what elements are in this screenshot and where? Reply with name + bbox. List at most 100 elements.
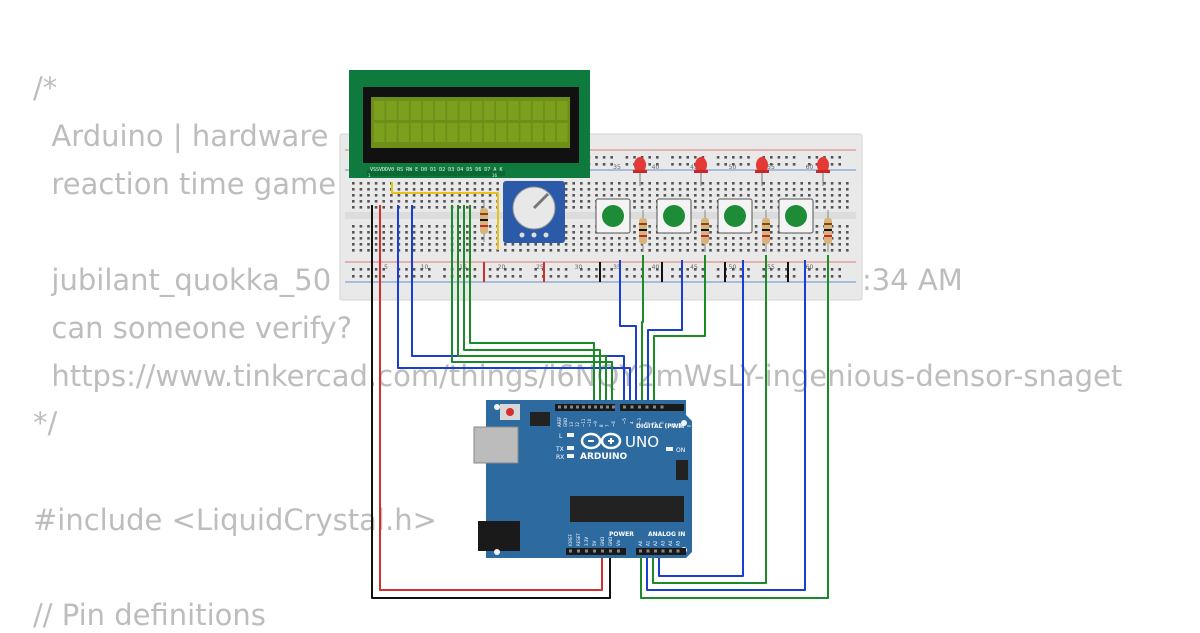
led-3: [755, 157, 769, 186]
wires: [371, 182, 829, 599]
led-tx-label: TX: [555, 446, 564, 453]
wire-green: [653, 255, 706, 406]
power-label: POWER: [609, 531, 634, 538]
wire-blue: [619, 260, 637, 406]
breadboard-number: 60: [806, 264, 814, 271]
wire-green: [640, 255, 829, 599]
potentiometer: [503, 181, 565, 243]
digital-label: DIGITAL (PWM ~): [636, 423, 694, 430]
code-line: // Pin definitions: [33, 598, 266, 632]
breadboard-number: 50: [729, 264, 737, 271]
arduino-uno-board: ARDUINO UNO DIGITAL (PWM ~) POWER ANALOG…: [473, 400, 694, 558]
usb-port: [473, 426, 519, 464]
header-pins: [558, 405, 680, 553]
power-jack: [478, 521, 520, 551]
pin-label: ~6: [611, 421, 616, 427]
pin-label: 13: [569, 421, 574, 427]
breadboard-number: 45: [690, 164, 698, 171]
lcd-character-grid: [374, 101, 568, 142]
wire-red: [379, 205, 603, 591]
pin-label: A3: [661, 540, 666, 546]
resistor-1: [639, 210, 647, 252]
pin-label: ~10: [587, 418, 592, 427]
pin-label: A5: [676, 540, 681, 546]
on-label: ON: [676, 447, 685, 454]
breadboard-number: 50: [729, 164, 737, 171]
pin-label: A0: [638, 540, 643, 546]
wire-blue: [658, 260, 744, 577]
wire-blue: [397, 205, 631, 406]
pin-label: GND: [600, 537, 605, 546]
led-2: [694, 157, 708, 186]
arduino-brand: ARDUINO: [580, 452, 628, 462]
microcontroller-chip: [570, 496, 684, 522]
pin-label: 4: [630, 421, 635, 424]
arduino-logo-icon: [580, 432, 622, 450]
pin-label: A2: [653, 540, 658, 546]
breadboard-number: 5: [384, 264, 388, 271]
pin-label: 3.3V: [584, 537, 589, 546]
breadboard-number: 55: [767, 164, 775, 171]
pin-label: 5V: [592, 540, 597, 546]
pin-label: 7: [605, 424, 610, 427]
led-rx-label: RX: [556, 454, 564, 461]
breadboard-number: 10: [421, 264, 429, 271]
breadboard-number: 60: [806, 164, 814, 171]
breadboard-number: 40: [652, 264, 660, 271]
lcd-pin-labels: VSSVDDV0 RS RW E D0 D1 D2 D3 D4 D5 D6 D7…: [370, 167, 502, 173]
pin-label: 12: [575, 421, 580, 427]
pin-label: 0: [660, 421, 665, 424]
code-fragment: :34 AM: [862, 263, 963, 297]
led-4: [816, 157, 830, 186]
breadboard-number: 20: [498, 264, 506, 271]
wire-green: [463, 205, 601, 406]
pin-label: ~9: [593, 421, 598, 427]
led-l-label: L: [559, 433, 563, 440]
wire-green: [457, 205, 607, 406]
analog-label: ANALOG IN: [648, 531, 685, 538]
pin-label: A4: [668, 540, 673, 546]
push-button-3: [717, 198, 753, 234]
wire-green: [641, 255, 644, 406]
pin-label: ~11: [581, 418, 586, 427]
pin-label: 1: [652, 421, 657, 424]
code-line: can someone verify?: [33, 311, 353, 345]
lcd-pin-end: 16: [492, 173, 498, 178]
pin-label: ~5: [622, 418, 627, 424]
pin-label: 2: [645, 421, 650, 424]
pin-label: 8: [599, 424, 604, 427]
wire-green: [451, 205, 613, 406]
wire-black: [371, 205, 611, 599]
push-button-2: [656, 198, 692, 234]
resistor-lcd: [480, 200, 488, 242]
pin-label: RX: [679, 422, 684, 428]
breadboard-number: 55: [767, 264, 775, 271]
push-button-4: [778, 198, 814, 234]
breadboard-number: 35: [613, 164, 621, 171]
resistor-3: [762, 210, 770, 252]
led-1: [633, 157, 647, 186]
resistor-4: [824, 210, 832, 252]
code-line: reaction time game: [33, 167, 337, 201]
arduino-model: UNO: [625, 433, 659, 451]
pin-label: AREF: [557, 416, 562, 427]
code-line: https://www.tinkercad.com/things/i6NQY2m…: [33, 359, 1123, 393]
breadboard-number: 40: [652, 164, 660, 171]
code-line: Arduino | hardware: [33, 119, 329, 153]
pin-label: Vin: [616, 539, 621, 546]
code-line: */: [33, 406, 58, 440]
pin-label: TX: [671, 423, 676, 429]
wire-green: [652, 255, 767, 584]
wire-blue: [647, 260, 683, 406]
pin-label: GND: [608, 537, 613, 546]
code-line: #include <LiquidCrystal.h>: [33, 503, 437, 537]
code-line: jubilant_quokka_50: [33, 263, 332, 297]
breadboard-number: 35: [613, 264, 621, 271]
pin-label: GND: [563, 418, 568, 427]
lcd-pin-start: 1: [368, 173, 371, 178]
resistor-2: [701, 210, 709, 252]
lcd-display: VSSVDDV0 RS RW E D0 D1 D2 D3 D4 D5 D6 D7…: [349, 70, 590, 178]
